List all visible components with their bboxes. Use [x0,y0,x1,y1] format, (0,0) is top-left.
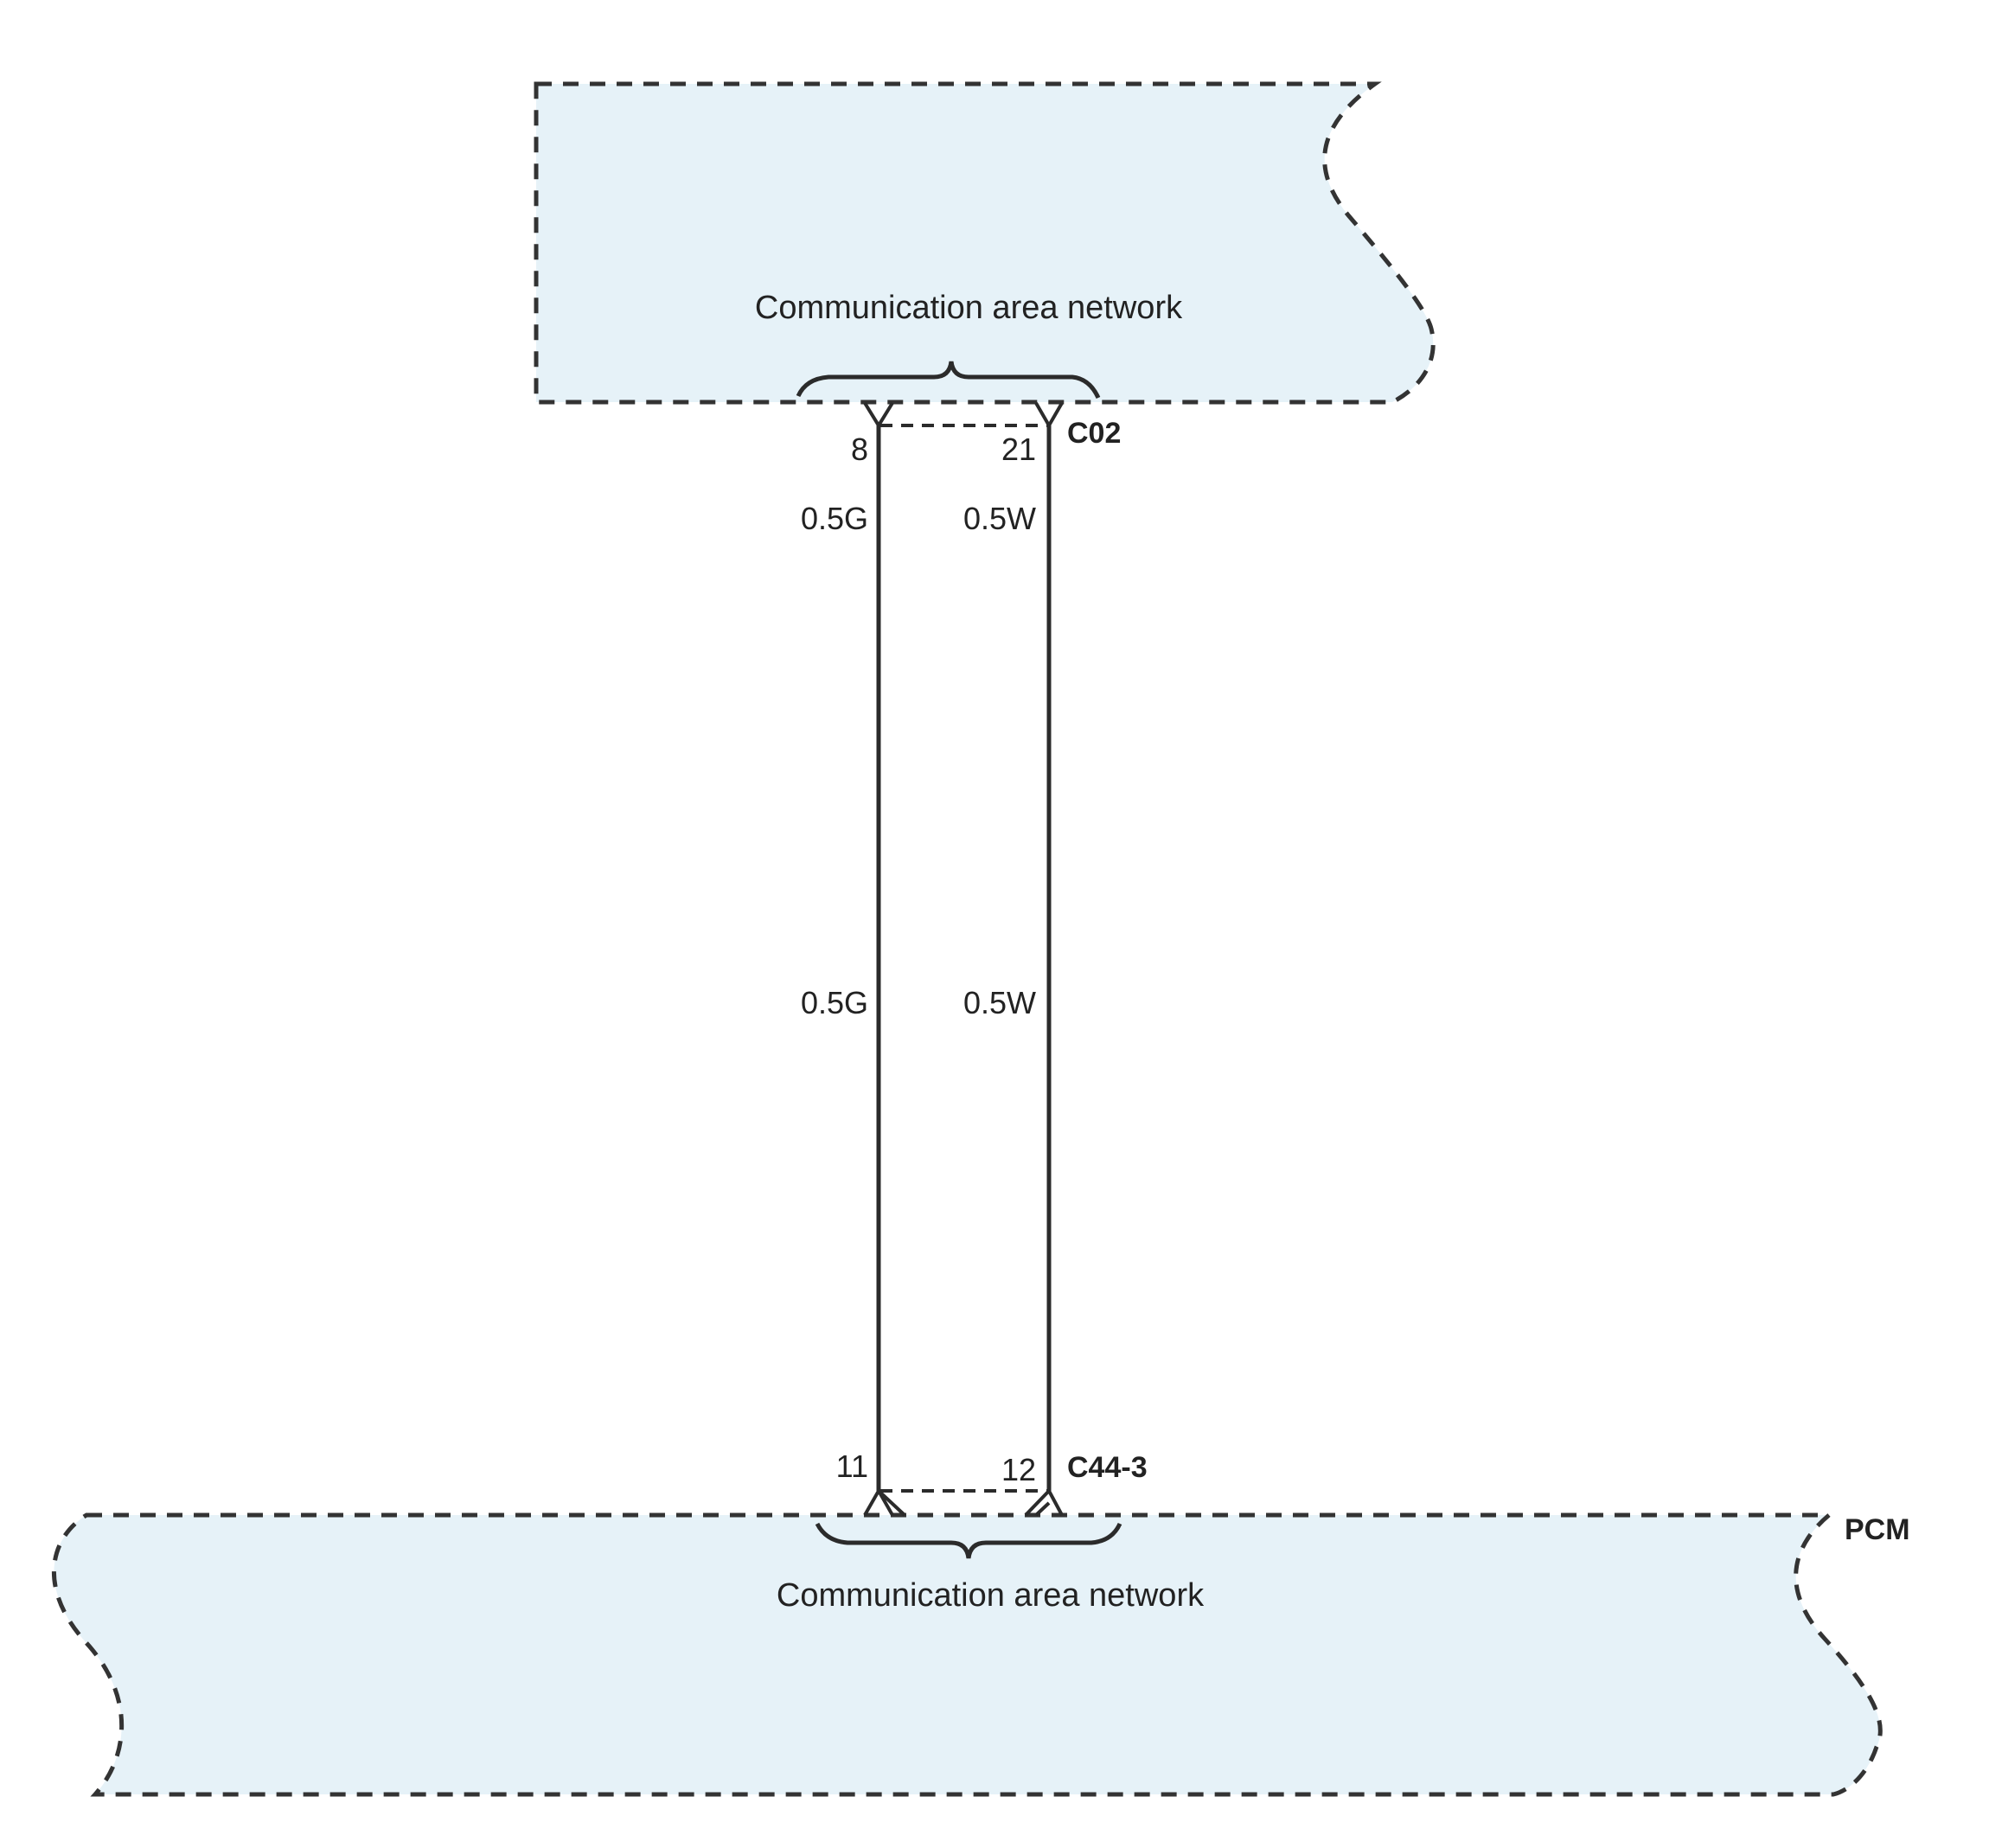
wire-left-label-top: 0.5G [801,501,868,536]
connector-c02: 8 21 C02 [851,401,1121,467]
c02-pin-8-label: 8 [851,432,868,467]
bottom-module: Communication area network PCM [52,1512,1910,1797]
c02-pin-21-label: 21 [1001,432,1036,467]
wire-right-label-top: 0.5W [963,501,1036,536]
top-connector-brace [796,361,1101,400]
top-network-label: Communication area network [755,290,1183,326]
pcm-module-name: PCM [1845,1513,1910,1546]
top-module: Communication area network [534,81,1436,405]
bottom-module-shape [52,1512,1883,1797]
c44-3-pin-11-label: 11 [836,1448,868,1484]
c44-3-pin-12-label: 12 [1001,1452,1036,1487]
c44-3-pin-11-terminal [863,1487,906,1517]
connector-c44-3: 11 12 C44-3 [836,1448,1148,1517]
c44-3-pin-12-terminal [1024,1487,1064,1517]
bottom-network-label: Communication area network [777,1577,1205,1614]
top-module-shape [534,81,1436,405]
wires: 0.5G 0.5W 0.5G 0.5W [801,425,1052,1491]
wire-right-label-mid: 0.5W [963,985,1036,1020]
c02-pin-8-terminal [863,401,894,429]
bottom-connector-brace [815,1522,1122,1559]
c02-pin-21-terminal [1034,402,1064,430]
c44-3-connector-label: C44-3 [1067,1451,1148,1484]
c02-connector-label: C02 [1067,417,1121,450]
wire-left-label-mid: 0.5G [801,985,868,1020]
